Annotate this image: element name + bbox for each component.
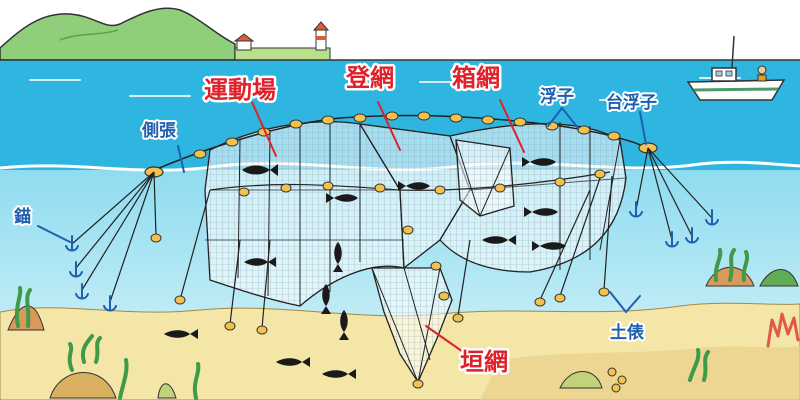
label-box-net: 箱網 [452,64,500,92]
anchor-icons [65,201,719,312]
leader-lines-blue [37,107,647,313]
side-ropes-right [457,147,713,317]
sandbag-icons [150,233,610,389]
floats [193,111,621,301]
label-side-rope: 側張 [141,120,177,141]
label-leader-net: 垣網 [460,348,508,376]
label-float: 浮子 [540,86,574,107]
fishing-boat [686,35,786,101]
fish-icons [164,157,566,379]
house-icon [233,33,255,51]
box-net-funnel [455,139,515,217]
label-ascending-net: 登網 [345,64,394,92]
leader-net [371,267,453,384]
label-sandbag: 土俵 [610,322,645,343]
leader-lines-red [251,99,525,355]
label-playground-net: 運動場 [204,76,276,104]
side-ropes-left [71,171,271,329]
label-main-float: 台浮子 [606,92,657,113]
lighthouse-icon [312,21,330,51]
seaweed-left [7,286,201,400]
seaweed-right [559,248,800,393]
mountains [0,7,236,61]
label-anchor: 錨 [14,206,31,227]
